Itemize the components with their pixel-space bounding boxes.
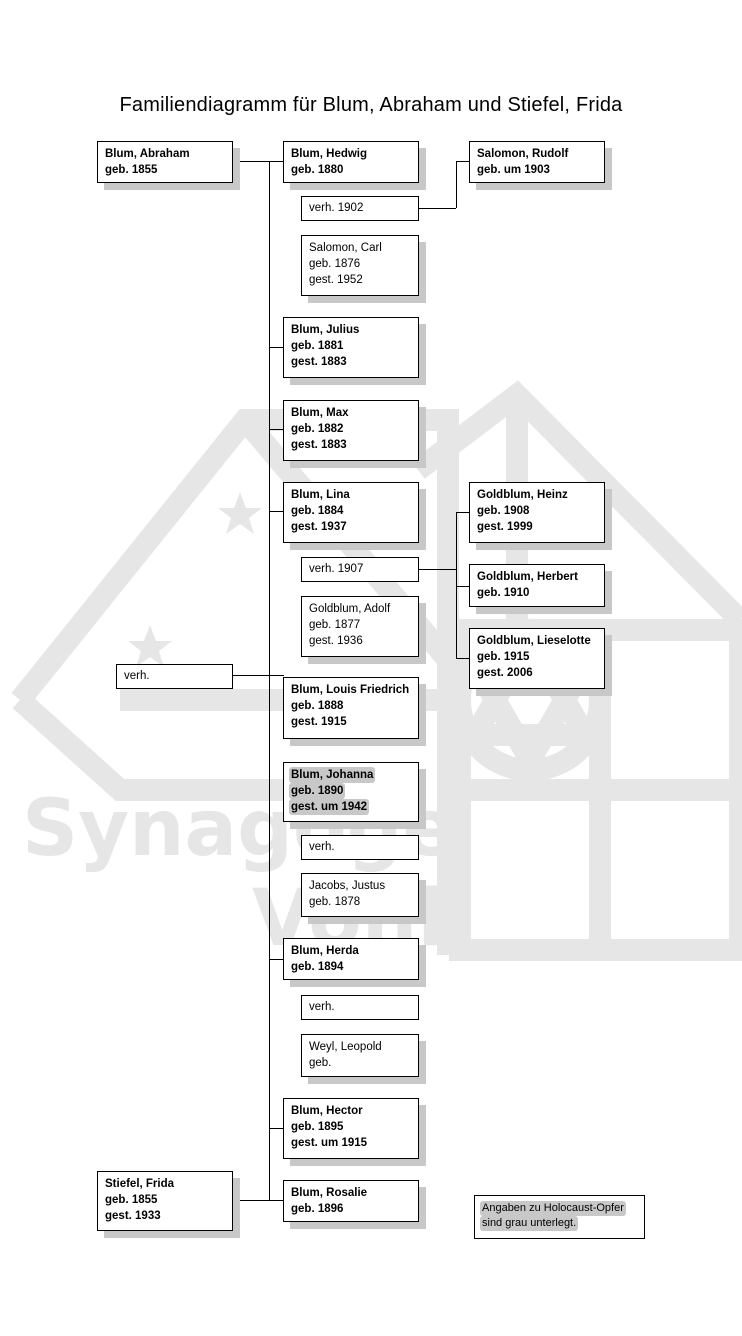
text-line: Blum, Johanna <box>289 767 376 783</box>
text-line: geb. 1910 <box>477 587 530 599</box>
text-line: Jacobs, Justus <box>309 880 386 892</box>
text-line: geb. 1896 <box>291 1203 344 1215</box>
text-line: Goldblum, Herbert <box>477 571 578 583</box>
text-line: gest. 1937 <box>291 521 347 533</box>
text-line: Blum, Herda <box>291 945 359 957</box>
text-line: gest. 1915 <box>291 716 347 728</box>
text-line: geb. 1876 <box>309 258 361 270</box>
person-hedwig: Blum, Hedwig geb. 1880 <box>283 141 419 183</box>
person-lieselotte-goldblum: Goldblum, Lieselotte geb. 1915 gest. 2006 <box>469 628 605 689</box>
person-herbert-goldblum: Goldblum, Herbert geb. 1910 <box>469 564 605 607</box>
text-line: geb. <box>309 1057 332 1069</box>
marriage-label-lina: verh. 1907 <box>301 557 419 582</box>
text-line: geb. 1890 <box>289 783 346 799</box>
spouse-adolf-goldblum: Goldblum, Adolf geb. 1877 gest. 1936 <box>301 596 419 657</box>
text-line: geb. 1877 <box>309 619 361 631</box>
text-line: geb. 1882 <box>291 423 344 435</box>
text-line: geb. 1895 <box>291 1121 344 1133</box>
text-line: geb. 1855 <box>105 1194 158 1206</box>
text-line: geb. 1915 <box>477 651 530 663</box>
text-line: geb. 1888 <box>291 700 344 712</box>
text-line: Salomon, Carl <box>309 242 382 254</box>
spouse-justus-jacobs: Jacobs, Justus geb. 1878 <box>301 873 419 917</box>
text-line: Blum, Rosalie <box>291 1187 368 1199</box>
text-line: Weyl, Leopold <box>309 1041 382 1053</box>
text-line: gest. 1936 <box>309 635 363 647</box>
person-max: Blum, Max geb. 1882 gest. 1883 <box>283 400 419 461</box>
text-line: Blum, Julius <box>291 324 360 336</box>
text-line: gest. um 1942 <box>289 799 370 815</box>
text-line: Blum, Hector <box>291 1105 363 1117</box>
text-line: geb. 1881 <box>291 340 344 352</box>
text-line: geb. 1894 <box>291 961 344 973</box>
person-frida: Stiefel, Frida geb. 1855 gest. 1933 <box>97 1171 233 1231</box>
text-line: Blum, Louis Friedrich <box>291 684 410 696</box>
marriage-label-hedwig: verh. 1902 <box>301 196 419 221</box>
text-line: gest. 1883 <box>291 356 347 368</box>
person-abraham: Blum, Abraham geb. 1855 <box>97 141 233 183</box>
text-line: Angaben zu Holocaust-Opfer <box>480 1201 626 1216</box>
text-line: geb. 1878 <box>309 896 361 908</box>
text-line: geb. 1855 <box>105 164 158 176</box>
marriage-label-herda: verh. <box>301 995 419 1020</box>
text-line: gest. um 1915 <box>291 1137 368 1149</box>
text-line: Goldblum, Lieselotte <box>477 635 591 647</box>
text-line: geb. 1884 <box>291 505 344 517</box>
text-line: Stiefel, Frida <box>105 1178 175 1190</box>
person-lina: Blum, Lina geb. 1884 gest. 1937 <box>283 482 419 543</box>
spouse-leopold-weyl: Weyl, Leopold geb. <box>301 1034 419 1077</box>
spouse-carl-salomon: Salomon, Carl geb. 1876 gest. 1952 <box>301 235 419 296</box>
text-line: Goldblum, Adolf <box>309 603 391 615</box>
text-line: Blum, Max <box>291 407 349 419</box>
person-louis-friedrich: Blum, Louis Friedrich geb. 1888 gest. 1915 <box>283 677 419 739</box>
text-line: Blum, Abraham <box>105 148 190 160</box>
text-line: gest. 1952 <box>309 274 363 286</box>
marriage-label-parents: verh. <box>116 664 233 689</box>
person-rudolf-salomon: Salomon, Rudolf geb. um 1903 <box>469 141 605 183</box>
page-title: Familiendiagramm für Blum, Abraham und S… <box>119 94 623 116</box>
text-line: geb. um 1903 <box>477 164 550 176</box>
person-hector: Blum, Hector geb. 1895 gest. um 1915 <box>283 1098 419 1159</box>
text-line: Salomon, Rudolf <box>477 148 569 160</box>
person-rosalie: Blum, Rosalie geb. 1896 <box>283 1180 419 1222</box>
text-line: Blum, Lina <box>291 489 350 501</box>
text-line: Goldblum, Heinz <box>477 489 568 501</box>
person-heinz-goldblum: Goldblum, Heinz geb. 1908 gest. 1999 <box>469 482 605 543</box>
person-herda: Blum, Herda geb. 1894 <box>283 938 419 980</box>
person-julius: Blum, Julius geb. 1881 gest. 1883 <box>283 317 419 378</box>
text-line: gest. 2006 <box>477 667 533 679</box>
text-line: geb. 1880 <box>291 164 344 176</box>
text-line: Blum, Hedwig <box>291 148 368 160</box>
text-line: gest. 1999 <box>477 521 533 533</box>
text-line: sind grau unterlegt. <box>480 1216 579 1231</box>
marriage-label-johanna: verh. <box>301 835 419 860</box>
text-line: gest. 1933 <box>105 1210 161 1222</box>
text-line: geb. 1908 <box>477 505 530 517</box>
text-line: gest. 1883 <box>291 439 347 451</box>
